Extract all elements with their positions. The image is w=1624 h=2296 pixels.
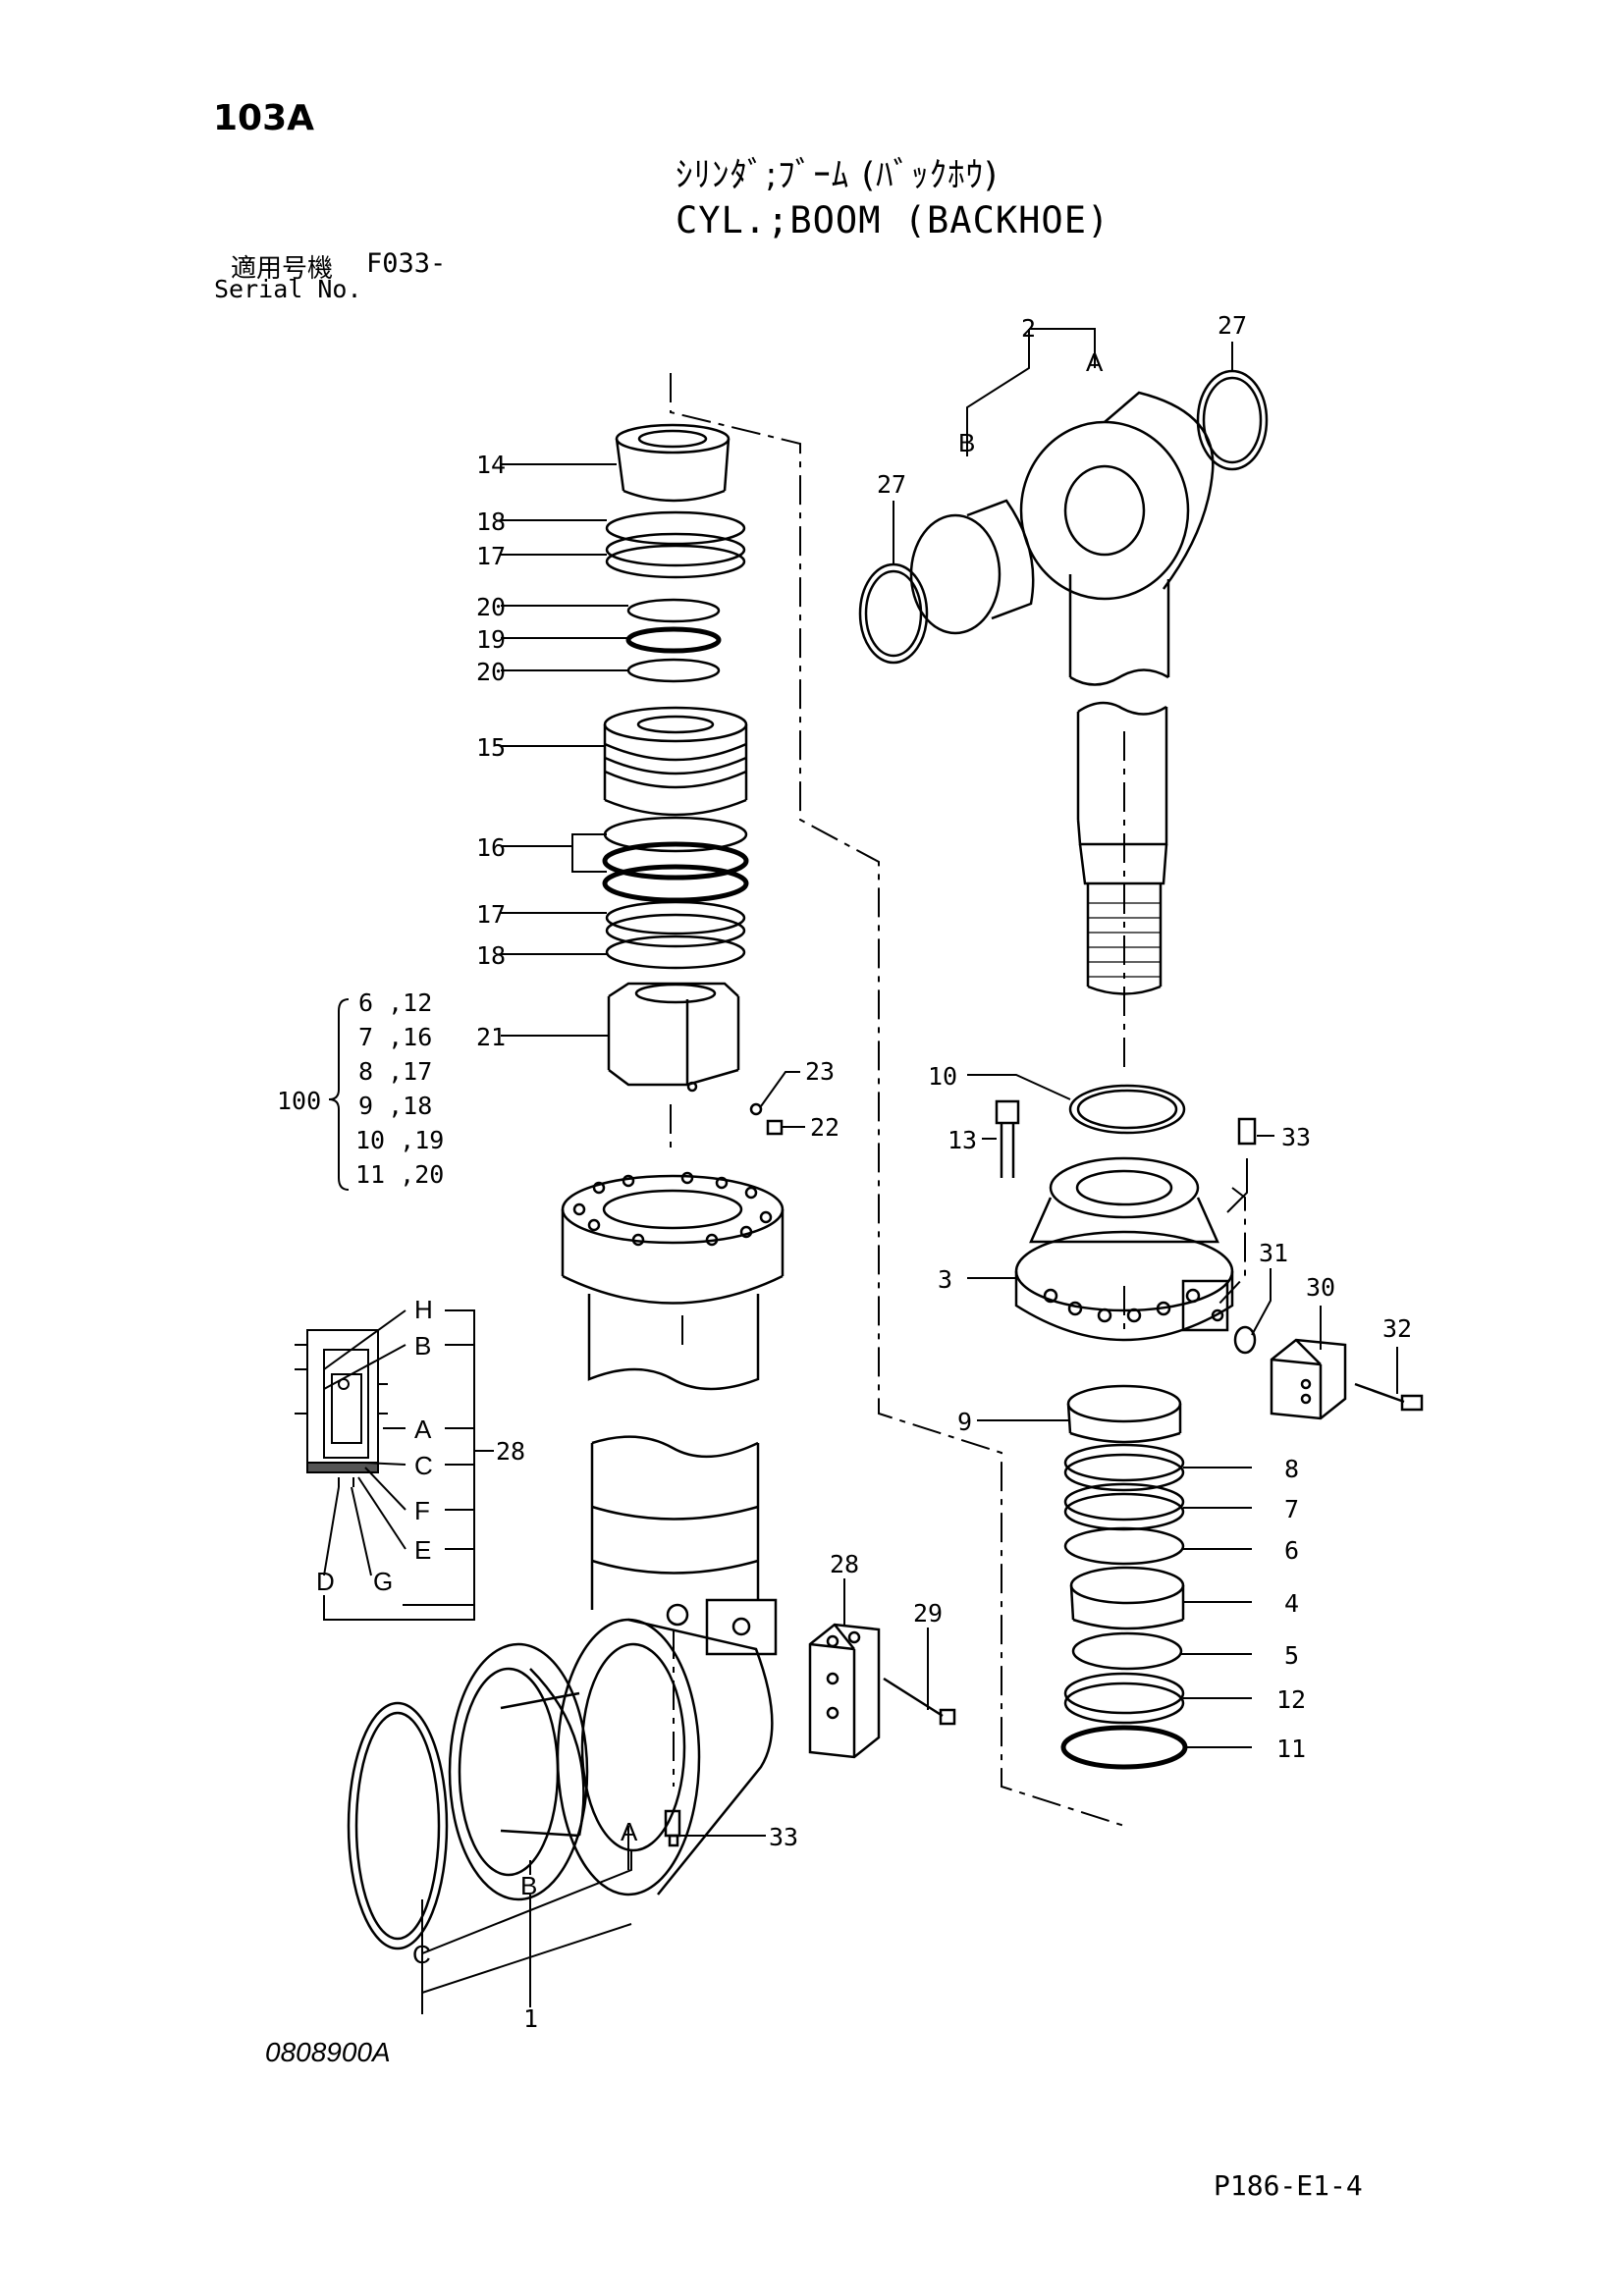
part-label-9: 9 bbox=[957, 1408, 972, 1436]
kit-item: 10 ,19 bbox=[355, 1126, 444, 1154]
detail-letter-h: H bbox=[414, 1295, 433, 1324]
part-label-22: 22 bbox=[810, 1113, 839, 1142]
cylinder-tube bbox=[556, 1171, 785, 1896]
reference-letter-a: A bbox=[1086, 347, 1104, 377]
assembly-guide-lines bbox=[670, 373, 1246, 1827]
kit-label-100: 100 bbox=[277, 1087, 321, 1115]
kit-item: 11 ,20 bbox=[355, 1160, 444, 1189]
part-label-31: 31 bbox=[1259, 1239, 1288, 1267]
part-label-20: 20 bbox=[476, 593, 506, 621]
part-label-2: 2 bbox=[1021, 314, 1036, 343]
bushing-and-snap-ring bbox=[347, 1642, 589, 1950]
part-label-21: 21 bbox=[476, 1023, 506, 1051]
serial-label-english: Serial No. bbox=[214, 275, 362, 303]
detail-28-section bbox=[295, 1329, 388, 1487]
part-label-17: 17 bbox=[476, 900, 506, 929]
part-label-18: 18 bbox=[476, 507, 506, 536]
part-label-12: 12 bbox=[1276, 1685, 1306, 1714]
serial-label-japanese: 適用号機 bbox=[231, 254, 334, 284]
reference-letter-c: C bbox=[412, 1940, 431, 1969]
part-label-27: 27 bbox=[877, 470, 906, 499]
part-label-28: 28 bbox=[496, 1437, 525, 1466]
serial-value: F033- bbox=[366, 248, 447, 279]
part-label-18: 18 bbox=[476, 941, 506, 970]
reference-letter-b: B bbox=[520, 1871, 537, 1900]
detail-letter-f: F bbox=[414, 1496, 430, 1525]
kit-item: 7 ,16 bbox=[358, 1023, 432, 1051]
kit-item: 6 ,12 bbox=[358, 988, 432, 1017]
detail-letter-a: A bbox=[414, 1415, 432, 1444]
part-label-10: 10 bbox=[928, 1062, 957, 1091]
part-label-16: 16 bbox=[476, 833, 506, 862]
kit-item: 9 ,18 bbox=[358, 1092, 432, 1120]
title-english: CYL.;BOOM (BACKHOE) bbox=[676, 199, 1110, 241]
part-label-13: 13 bbox=[947, 1126, 977, 1154]
valve-28 bbox=[808, 1623, 956, 1759]
part-label-4: 4 bbox=[1284, 1589, 1299, 1618]
part-label-29: 29 bbox=[913, 1599, 943, 1628]
part-label-30: 30 bbox=[1306, 1273, 1335, 1302]
reference-letter-a: A bbox=[621, 1817, 638, 1846]
part-label-20: 20 bbox=[476, 658, 506, 686]
part-label-33: 33 bbox=[1281, 1123, 1311, 1151]
part-label-6: 6 bbox=[1284, 1536, 1299, 1565]
detail-letter-e: E bbox=[414, 1535, 431, 1565]
part-label-14: 14 bbox=[476, 451, 506, 479]
part-label-27: 27 bbox=[1218, 311, 1247, 340]
piston-rod-assembly bbox=[858, 369, 1424, 1770]
part-label-8: 8 bbox=[1284, 1455, 1299, 1483]
part-label-23: 23 bbox=[805, 1057, 835, 1086]
part-label-1: 1 bbox=[523, 2004, 538, 2033]
part-label-32: 32 bbox=[1382, 1314, 1412, 1343]
detail-letter-g: G bbox=[373, 1567, 393, 1596]
title-japanese: ｼﾘﾝﾀﾞ;ﾌﾞｰﾑ (ﾊﾞｯｸﾎｳ) bbox=[676, 156, 999, 195]
part-label-28: 28 bbox=[830, 1550, 859, 1578]
part-label-33: 33 bbox=[769, 1823, 798, 1851]
part-label-3: 3 bbox=[938, 1265, 952, 1294]
rod-cover-assembly bbox=[602, 423, 784, 1136]
part-label-19: 19 bbox=[476, 625, 506, 654]
detail-letter-c: C bbox=[414, 1451, 433, 1480]
part-labels: 14 18 17 20 19 20 15 16 17 18 21 23 22 1… bbox=[277, 311, 1412, 2033]
part-label-5: 5 bbox=[1284, 1641, 1299, 1670]
reference-letter-b: B bbox=[958, 428, 975, 457]
part-label-11: 11 bbox=[1276, 1735, 1306, 1763]
page-code: P186-E1-4 bbox=[1214, 2169, 1363, 2202]
part-label-17: 17 bbox=[476, 542, 506, 570]
part-label-7: 7 bbox=[1284, 1495, 1299, 1523]
part-label-15: 15 bbox=[476, 733, 506, 762]
drawing-number: 0808900A bbox=[265, 2037, 391, 2067]
page-number: 103A bbox=[213, 98, 315, 138]
kit-item: 8 ,17 bbox=[358, 1057, 432, 1086]
leader-lines bbox=[323, 328, 1398, 2014]
detail-letter-b: B bbox=[414, 1331, 431, 1361]
detail-letter-d: D bbox=[316, 1567, 335, 1596]
